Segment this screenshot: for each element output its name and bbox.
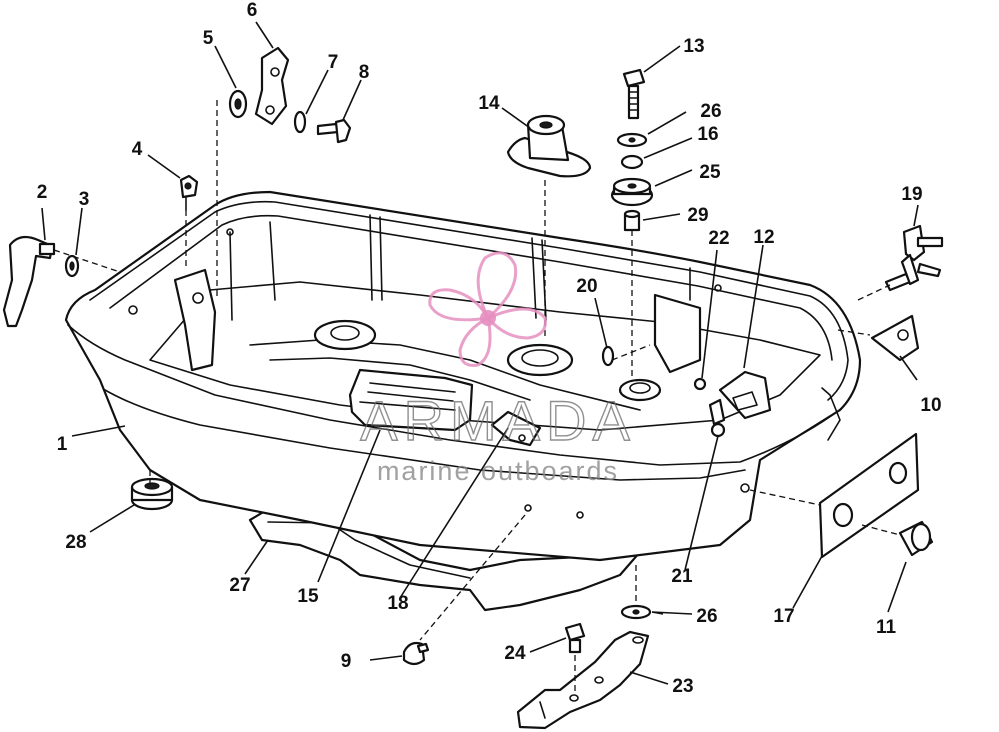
part-13-bolt — [622, 68, 646, 120]
propeller-blade-bottom — [458, 315, 492, 367]
pan-grommet-seat — [618, 378, 662, 402]
part-5-washer-hole — [234, 98, 242, 110]
brand-watermark: ARMADA marine outboards — [360, 251, 636, 486]
part-15-pad — [348, 368, 474, 432]
callout-26-lower: 26 — [696, 606, 717, 627]
part-9-plug — [402, 641, 430, 666]
callout-17: 17 — [773, 606, 794, 627]
propeller-blade-left — [428, 288, 491, 322]
part-11-grommet — [898, 520, 934, 557]
callout-16: 16 — [697, 124, 718, 145]
part-25-grommet — [610, 177, 654, 207]
callout-8: 8 — [359, 62, 370, 83]
callout-28: 28 — [65, 532, 86, 553]
callout-13: 13 — [683, 36, 704, 57]
part-22-clip — [693, 377, 707, 391]
part-21-screw — [708, 398, 726, 438]
part-2-lever — [2, 235, 56, 328]
callout-6: 6 — [247, 0, 258, 21]
callout-3: 3 — [79, 189, 90, 210]
callout-29: 29 — [687, 205, 708, 226]
callout-26-upper: 26 — [700, 101, 721, 122]
callout-1: 1 — [57, 434, 68, 455]
part-18-plate — [490, 410, 542, 447]
propeller-blade-top — [476, 251, 518, 321]
part-16-washer — [620, 154, 644, 170]
callout-19: 19 — [901, 184, 922, 205]
part-24-screw — [564, 622, 586, 654]
part-8-screw — [316, 118, 352, 144]
part-26-washer-upper-hole — [628, 137, 636, 143]
watermark-brand-text: ARMADA — [360, 389, 636, 452]
brand-propeller-logo — [428, 251, 547, 367]
part-23-bracket — [516, 630, 650, 730]
part-19-fuel-connector — [884, 224, 944, 292]
leader-lines — [41, 21, 919, 685]
part-7-ring — [293, 110, 307, 134]
propeller-hub — [480, 310, 496, 326]
callout-24: 24 — [504, 643, 526, 664]
part-4-fitting — [179, 174, 199, 211]
part-29-sleeve — [623, 209, 641, 232]
watermark-tagline-text: marine outboards — [377, 456, 619, 486]
callout-21: 21 — [671, 566, 693, 587]
part-14-grommet — [506, 114, 592, 178]
callout-10: 10 — [920, 395, 941, 416]
part-3-washer-hole — [69, 261, 75, 271]
callout-11: 11 — [876, 617, 897, 638]
callout-14: 14 — [478, 93, 500, 114]
part-6-hook-latch — [254, 46, 290, 126]
callout-23: 23 — [672, 676, 693, 697]
callout-2: 2 — [37, 182, 48, 203]
callout-18: 18 — [387, 593, 408, 614]
callout-5: 5 — [203, 28, 214, 49]
callout-25: 25 — [699, 162, 721, 183]
callout-9: 9 — [341, 651, 352, 672]
callout-4: 4 — [132, 139, 143, 160]
callout-15: 15 — [297, 586, 319, 607]
callout-22: 22 — [708, 228, 729, 249]
callout-labels: 1 2 3 4 5 6 7 8 9 10 11 12 13 14 15 16 1… — [37, 0, 942, 697]
callout-12: 12 — [753, 227, 774, 248]
propeller-blade-right — [485, 307, 547, 340]
part-26-washer-lower-hole — [632, 609, 640, 615]
callout-27: 27 — [229, 575, 250, 596]
assembly-lines — [53, 100, 901, 695]
part-10-clip — [870, 314, 920, 362]
lower-motor-cover-pan — [64, 190, 862, 562]
part-12-bracket — [718, 370, 772, 420]
part-17-plate — [818, 432, 920, 559]
callout-20: 20 — [576, 276, 597, 297]
part-28-grommet — [130, 477, 174, 511]
callout-7: 7 — [328, 52, 339, 73]
part-20-washer — [601, 345, 615, 367]
pan-grommet-seat-hole — [629, 382, 651, 394]
